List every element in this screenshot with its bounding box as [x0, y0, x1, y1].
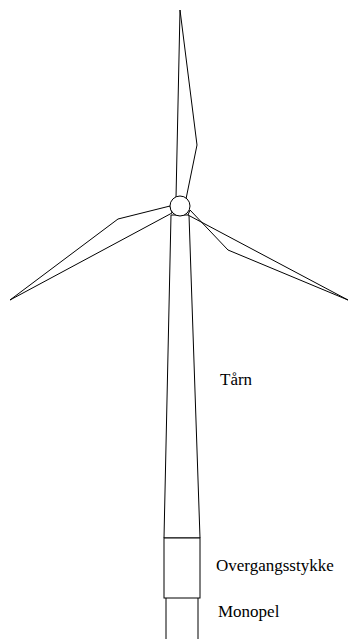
monopile [166, 598, 198, 639]
part-label: Monopel [218, 602, 279, 622]
blade-top [176, 10, 197, 199]
blade-right [188, 210, 348, 300]
part-label: Overgangsstykke [216, 556, 334, 576]
part-label: Tårn [220, 370, 252, 390]
blade-left [10, 206, 172, 300]
transition-piece [164, 538, 200, 598]
hub [170, 196, 190, 216]
tower [164, 215, 200, 538]
